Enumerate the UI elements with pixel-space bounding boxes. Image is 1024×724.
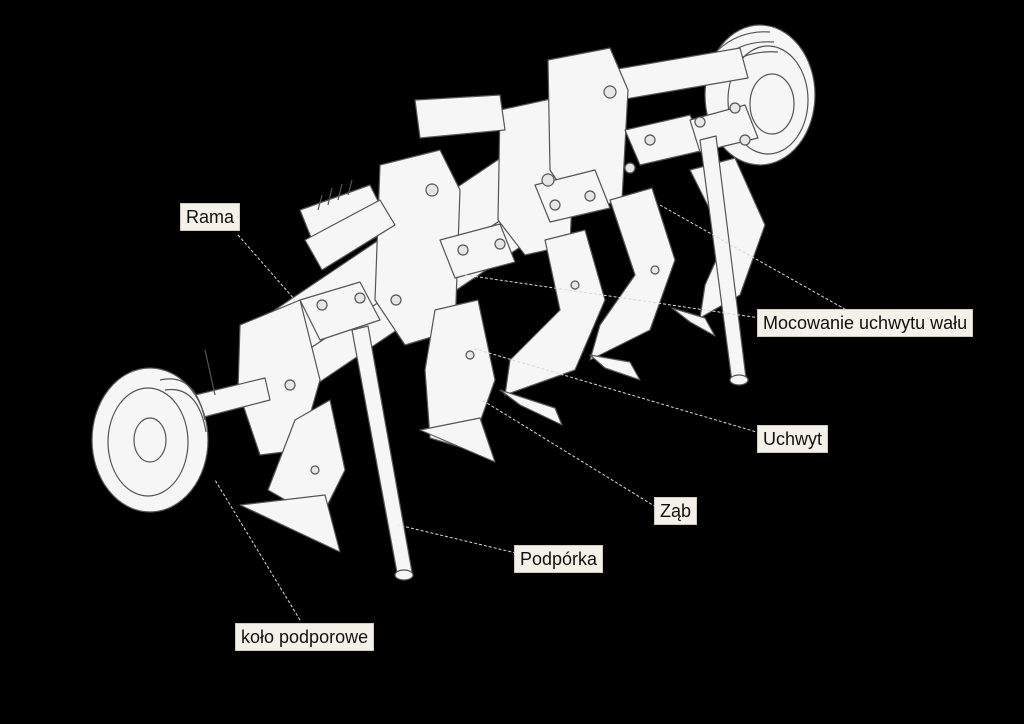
- label-kolo-podporowe: koło podporowe: [235, 623, 375, 651]
- leader-kolo: [214, 479, 301, 621]
- leader-lines: [214, 204, 851, 621]
- leader-rama: [237, 234, 296, 301]
- support-legs: [351, 135, 749, 581]
- label-rama: Rama: [180, 203, 241, 231]
- leader-podporka: [397, 524, 517, 554]
- label-mocowanie-uchwytu-walu: Mocowanie uchwytu wału: [757, 309, 974, 337]
- label-podporka: Podpórka: [514, 545, 604, 573]
- left-support-wheel: [91, 349, 271, 513]
- label-zab: Ząb: [654, 497, 698, 525]
- label-uchwyt: Uchwyt: [757, 425, 829, 453]
- leader-uchwyt: [471, 347, 761, 434]
- leader-zab: [481, 399, 657, 508]
- bolts: [284, 85, 751, 475]
- leader-mocowanie-b: [659, 204, 851, 313]
- hydraulic-unit: [304, 179, 396, 271]
